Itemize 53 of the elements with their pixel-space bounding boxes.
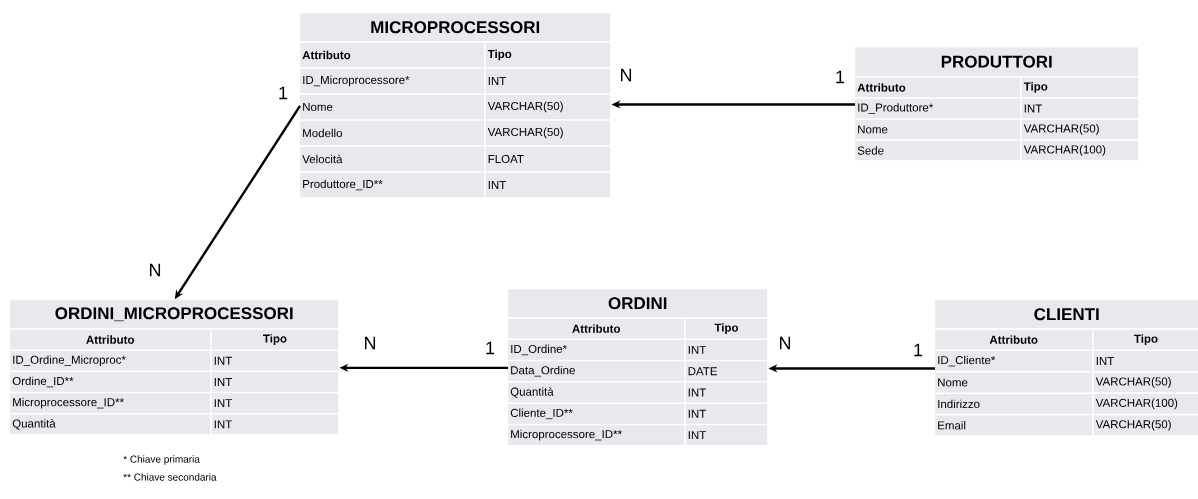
column-header: Tipo xyxy=(1093,329,1198,350)
column-header: Tipo xyxy=(1021,77,1139,98)
table-cell: INT xyxy=(211,350,339,371)
table-cell: Velocità xyxy=(300,146,485,172)
table-cell: INT xyxy=(485,172,611,198)
cardinality-label: 1 xyxy=(486,341,495,355)
table-cell: VARCHAR(50) xyxy=(485,94,611,120)
table-cell: VARCHAR(50) xyxy=(1093,372,1198,393)
table-cell: VARCHAR(100) xyxy=(1093,393,1198,414)
footnote: * Chiave primaria xyxy=(123,455,200,465)
table-cell: DATE xyxy=(685,361,768,382)
table-cell: Nome xyxy=(935,372,1093,393)
table-cell: Email xyxy=(935,415,1093,436)
table-cell: Microprocessore_ID** xyxy=(10,393,211,413)
column-header: Tipo xyxy=(485,42,611,68)
table-cell: INT xyxy=(1021,98,1139,119)
table-cell: FLOAT xyxy=(485,146,611,172)
table-cell: Nome xyxy=(300,94,485,120)
table-cell: INT xyxy=(685,425,768,445)
footnote: ** Chiave secondaria xyxy=(123,473,217,481)
cardinality-label: N xyxy=(150,263,161,277)
table-cell: ID_Ordine_Microproc* xyxy=(10,350,211,371)
table-cell: Nome xyxy=(855,119,1021,140)
table-cell: ID_Produttore* xyxy=(855,98,1021,119)
table-cell: Quantità xyxy=(10,414,211,435)
table-cell: Modello xyxy=(300,120,485,146)
table-cell: INT xyxy=(1093,351,1198,371)
cardinality-label: 1 xyxy=(914,343,923,357)
table-cell: Produttore_ID** xyxy=(300,172,485,198)
table-cell: INT xyxy=(685,340,768,360)
column-header: Attributo xyxy=(300,42,485,68)
table-cell: Sede xyxy=(855,140,1021,161)
cardinality-label: N xyxy=(365,336,376,350)
table-cell: VARCHAR(100) xyxy=(1021,140,1139,161)
table-cell: INT xyxy=(485,68,611,94)
column-header: Attributo xyxy=(10,329,211,350)
table-cell: INT xyxy=(685,382,768,403)
table-cell: VARCHAR(50) xyxy=(485,120,611,146)
table-cell: VARCHAR(50) xyxy=(1021,119,1139,140)
table-cell: INT xyxy=(211,393,339,413)
table-cell: INT xyxy=(211,414,339,435)
table-cell: ID_Microprocessore* xyxy=(300,68,485,94)
table-cell: ID_Cliente* xyxy=(935,351,1093,371)
column-header: Tipo xyxy=(685,318,768,339)
table-cell: VARCHAR(50) xyxy=(1093,415,1198,436)
column-header: Attributo xyxy=(935,329,1093,350)
column-header: Tipo xyxy=(211,329,339,350)
table-cell: Indirizzo xyxy=(935,393,1093,414)
table-cell: Ordine_ID** xyxy=(10,372,211,392)
column-header: Attributo xyxy=(855,77,1021,98)
table-cell: INT xyxy=(685,403,768,424)
cardinality-label: 1 xyxy=(279,86,288,100)
table-cell: INT xyxy=(211,372,339,392)
